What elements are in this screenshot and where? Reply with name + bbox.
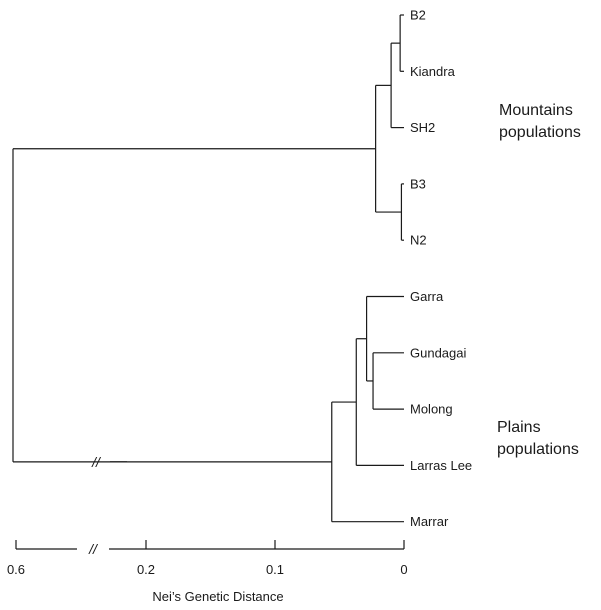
group-label-0-line-0: Mountains <box>499 102 573 119</box>
leaf-label-gundagai: Gundagai <box>410 345 466 360</box>
leaf-labels: B2KiandraSH2B3N2GarraGundagaiMolongLarra… <box>410 8 472 530</box>
axis-tick-label-0.1: 0.1 <box>266 562 284 577</box>
leaf-label-b3: B3 <box>410 176 426 191</box>
axis-title: Nei’s Genetic Distance <box>152 589 283 604</box>
group-label-1-line-1: populations <box>497 441 579 458</box>
axis-break-mark: // <box>88 541 99 557</box>
leaf-label-n2: N2 <box>410 233 427 248</box>
axis-tick-label-0: 0 <box>400 562 407 577</box>
group-label-0-line-1: populations <box>499 124 581 141</box>
leaf-label-b2: B2 <box>410 8 426 23</box>
axis-tick-label-0.2: 0.2 <box>137 562 155 577</box>
axis-tick-label-0.6: 0.6 <box>7 562 25 577</box>
tree-branches: // <box>12 14 404 523</box>
leaf-label-larraslee: Larras Lee <box>410 458 472 473</box>
leaf-label-molong: Molong <box>410 402 453 417</box>
leaf-label-marrar: Marrar <box>410 514 449 529</box>
leaf-label-garra: Garra <box>410 289 444 304</box>
group-label-1-line-0: Plains <box>497 419 541 436</box>
leaf-label-kiandra: Kiandra <box>410 64 456 79</box>
leaf-label-sh2: SH2 <box>410 120 435 135</box>
tree-break-mark: // <box>91 454 102 470</box>
